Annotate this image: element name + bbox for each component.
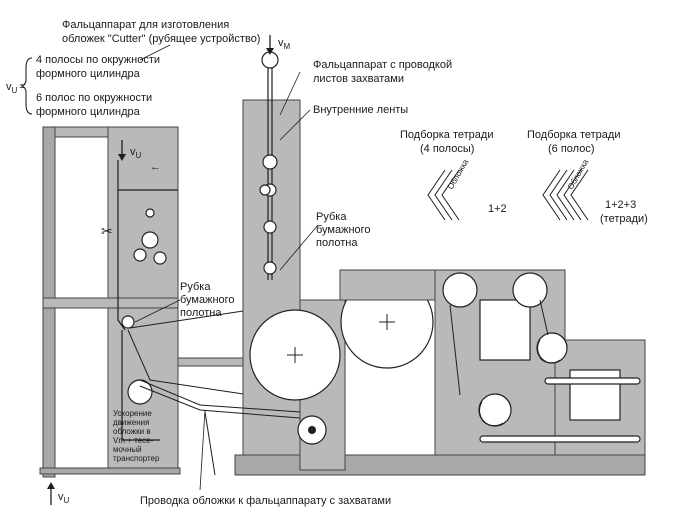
arrow-left-glyph: ← bbox=[150, 161, 161, 173]
vu-option1-line1: 4 полосы по окружности bbox=[36, 54, 160, 66]
accel-line6: транспортер bbox=[113, 454, 160, 463]
vm-arrow bbox=[266, 35, 274, 55]
cut-left-line3: полотна bbox=[180, 307, 222, 319]
accel-line4: Vm + тесе- bbox=[113, 436, 154, 445]
gathering-6-title-line1: Подборка тетради bbox=[527, 129, 620, 141]
cover-guide bbox=[139, 379, 301, 476]
accel-line3: обложки в bbox=[113, 427, 151, 436]
cutter-title-line1: Фальцаппарат для изготовления bbox=[62, 19, 229, 31]
cut-left-line1: Рубка bbox=[180, 281, 211, 293]
scissors-icon: ✂ bbox=[101, 223, 113, 239]
vu-symbol: vU= bbox=[6, 81, 26, 95]
cutter-frame bbox=[39, 126, 251, 478]
vu-option1-line2: формного цилиндра bbox=[36, 68, 141, 80]
leader-lines bbox=[134, 44, 319, 491]
gathering-4-title-line1: Подборка тетради bbox=[400, 129, 493, 141]
accel-line2: движения bbox=[113, 418, 149, 427]
vu-inner-label: vU bbox=[130, 146, 142, 160]
vm-label: vM bbox=[278, 37, 291, 51]
bottom-caption: Проводка обложки к фальцаппарату с захва… bbox=[140, 495, 391, 507]
gathering-6-title-line2: (6 полос) bbox=[548, 143, 595, 155]
folder-grippers-line2: листов захватами bbox=[313, 73, 404, 85]
cutter-title-line2: обложек "Cutter" (рубящее устройство) bbox=[62, 33, 260, 45]
gathering-6-cover-word: Обложка bbox=[566, 157, 591, 191]
cut-left-line2: бумажного bbox=[180, 294, 235, 306]
cut-right-line3: полотна bbox=[316, 237, 358, 249]
vu-bottom-label: vU bbox=[58, 491, 70, 505]
accel-line1: Ускорение bbox=[113, 409, 152, 418]
accel-line5: мочный bbox=[113, 445, 142, 454]
gathering-6-chevrons bbox=[542, 169, 589, 221]
accel-note: Ускорение движения обложки в Vm + тесе- … bbox=[113, 409, 160, 463]
gathering-4-formula: 1+2 bbox=[488, 203, 507, 215]
vu-bottom-arrow bbox=[47, 482, 55, 505]
vu-option2-line1: 6 полос по окружности bbox=[36, 92, 152, 104]
vu-option2-line2: формного цилиндра bbox=[36, 106, 141, 118]
gathering-4-chevrons bbox=[427, 169, 460, 221]
gathering-6-formula-line2: (тетради) bbox=[600, 213, 648, 225]
vu-brace bbox=[20, 57, 33, 115]
delivery-section bbox=[339, 269, 646, 456]
gathering-6-formula-line1: 1+2+3 bbox=[605, 199, 636, 211]
folder-grippers-line1: Фальцаппарат с проводкой bbox=[313, 59, 452, 71]
vu-inner-arrow bbox=[118, 140, 126, 161]
gathering-4-title-line2: (4 полосы) bbox=[420, 143, 474, 155]
cut-right-line1: Рубка bbox=[316, 211, 347, 223]
cut-right-line2: бумажного bbox=[316, 224, 371, 236]
inner-ribbons-label: Внутренние ленты bbox=[313, 104, 408, 116]
